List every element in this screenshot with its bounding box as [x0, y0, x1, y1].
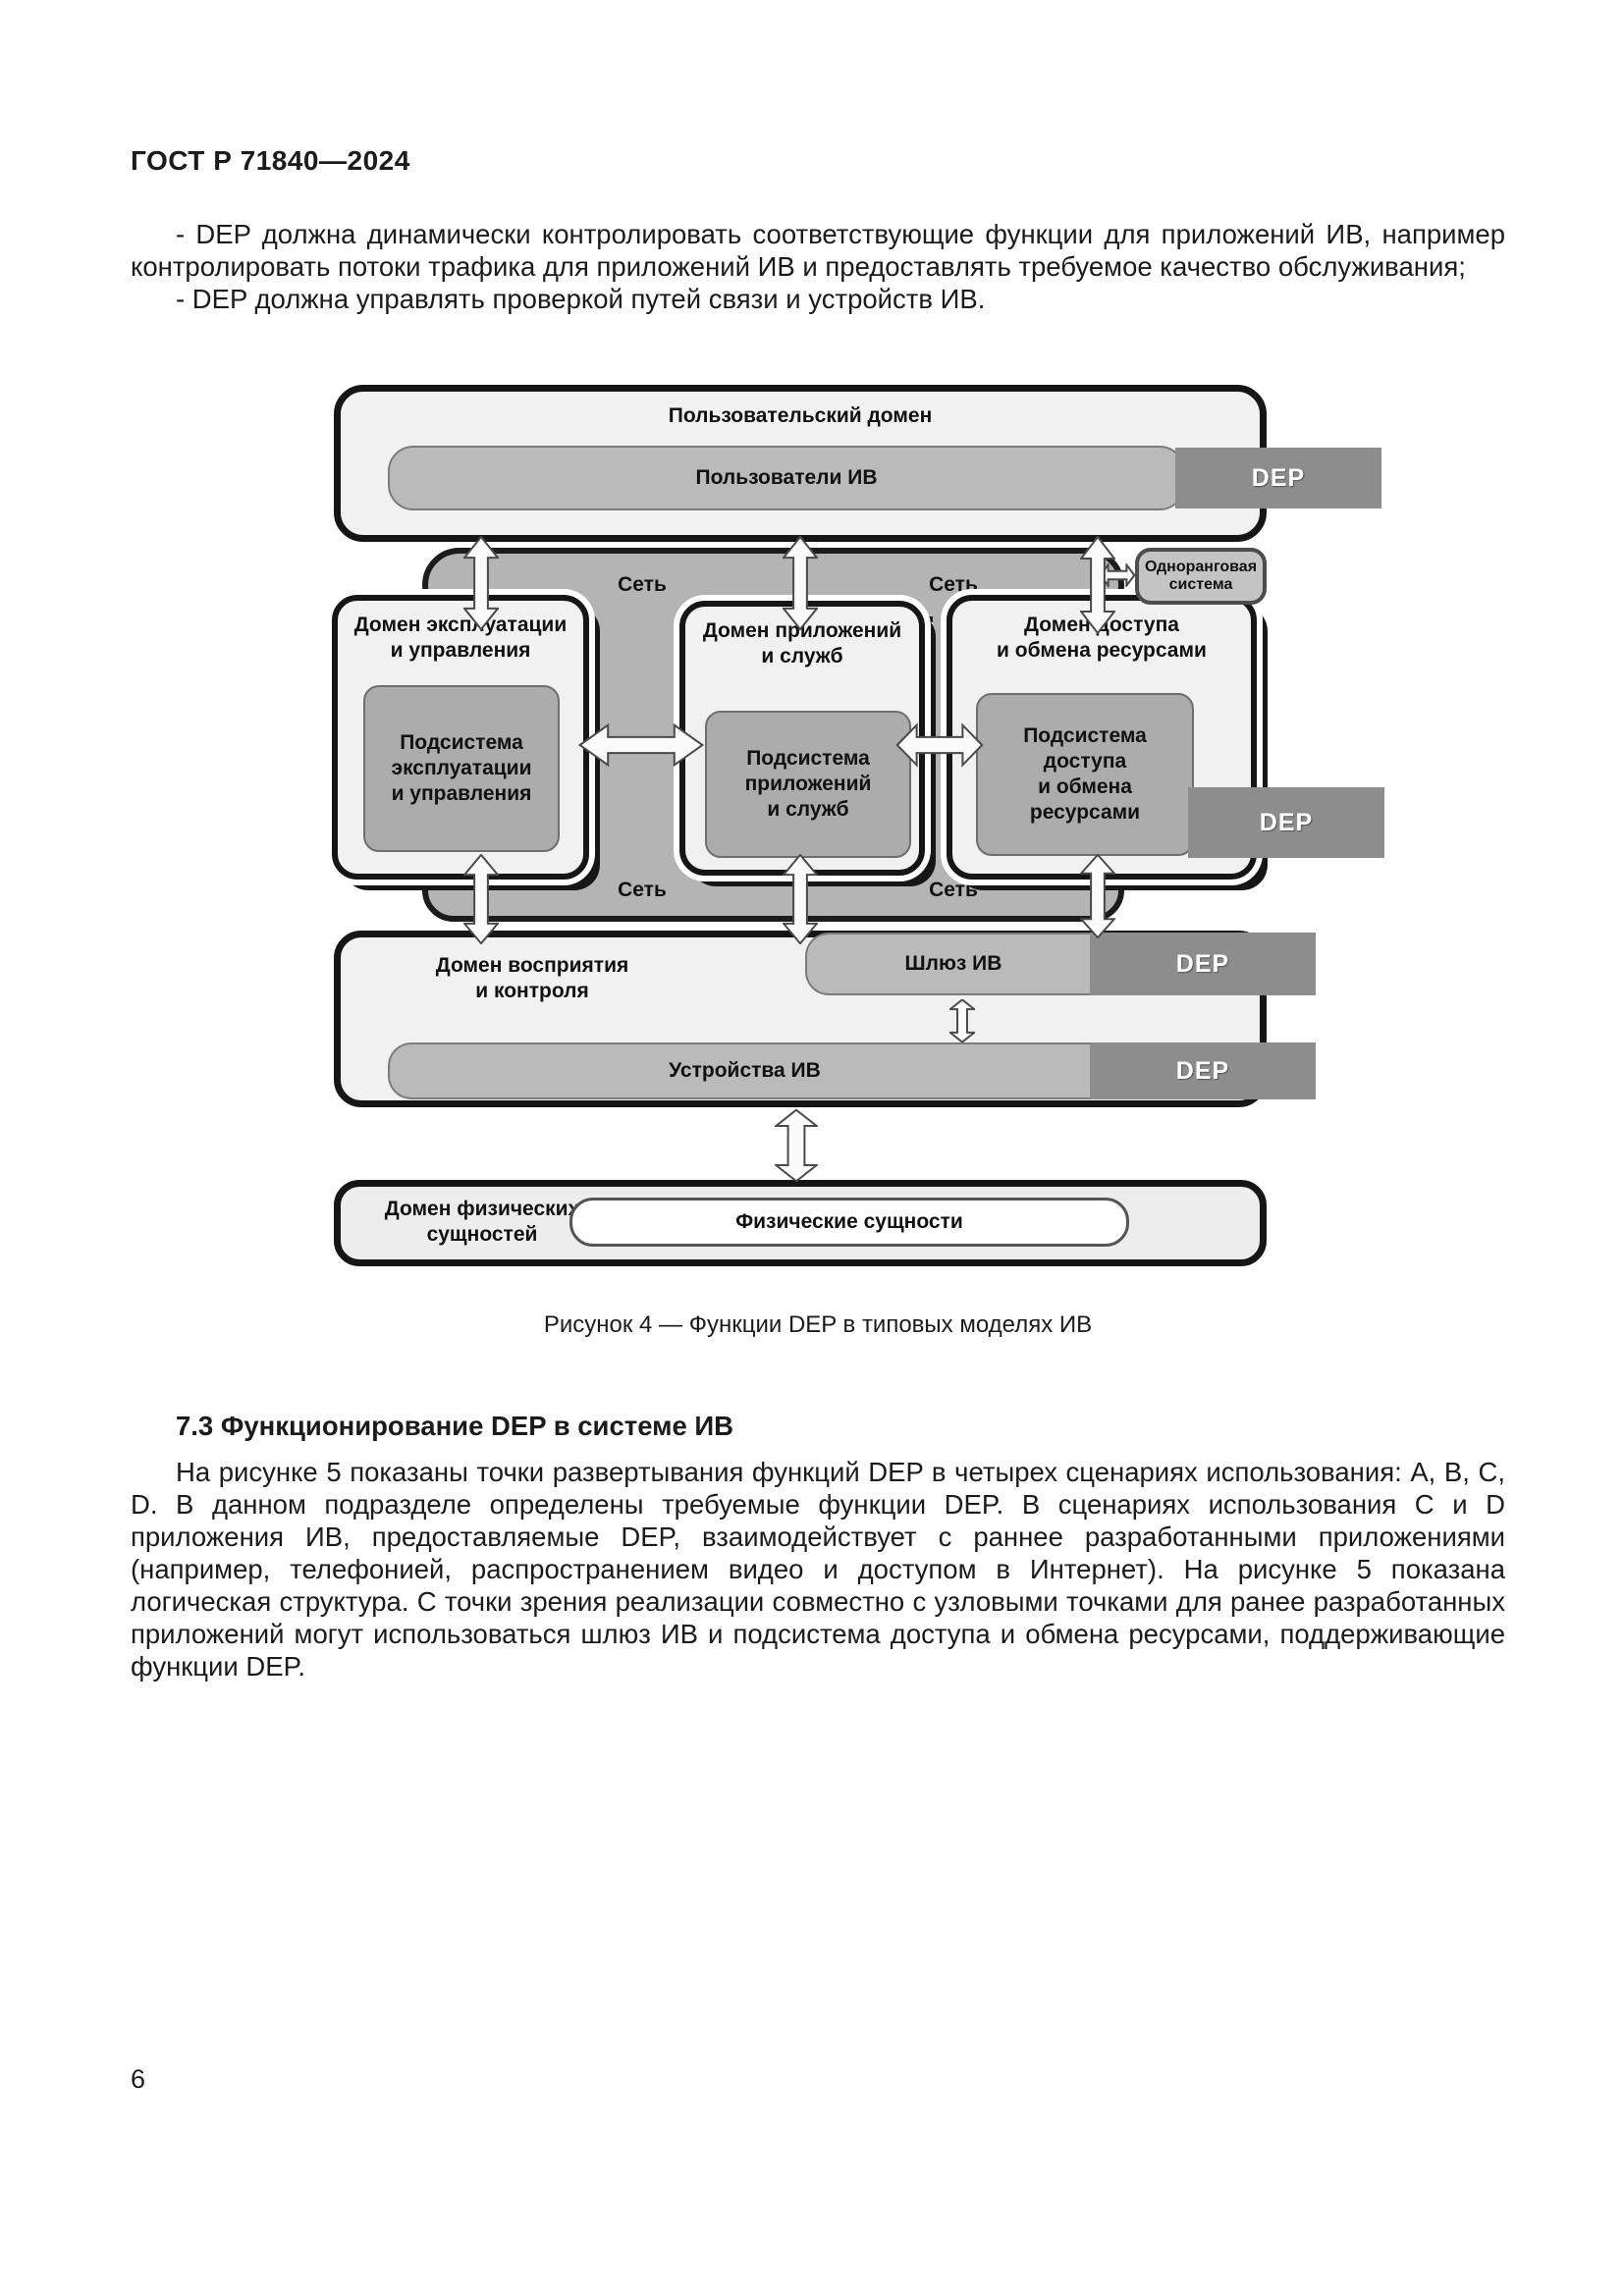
network-label-bottom-left: Сеть	[618, 879, 667, 901]
iot-users-bar: Пользователи ИВ	[388, 446, 1185, 510]
dep-requirements-list: - DEP должна динамически контролировать …	[131, 218, 1505, 315]
arrow-devices-physical	[775, 1109, 818, 1182]
network-label-bottom-right: Сеть	[929, 879, 978, 901]
arrow-access-network	[1080, 854, 1115, 938]
arrow-applications-network	[783, 854, 818, 944]
arrow-user-network-right	[1080, 536, 1115, 634]
network-label-top-left: Сеть	[618, 573, 667, 596]
perception-domain-title: Домен восприятия и контроля	[435, 954, 629, 1002]
page-number: 6	[131, 2064, 146, 2094]
list-item-dep-verify: - DEP должна управлять проверкой путей с…	[176, 284, 986, 314]
dep-badge-gateway: DEP	[1090, 933, 1316, 995]
arrow-applications-access	[895, 722, 984, 768]
dep-badge-access: DEP	[1188, 787, 1384, 858]
applications-domain-box: Домен приложений и служб Подсистема прил…	[679, 601, 925, 876]
operations-domain-title: Домен эксплуатации и управления	[353, 614, 568, 662]
physical-domain-title: Домен физических сущностей	[384, 1198, 580, 1246]
arrow-user-network-middle	[783, 536, 818, 630]
arrow-user-network-left	[463, 536, 499, 630]
physical-entities-bar: Физические сущности	[569, 1198, 1129, 1247]
arrow-operations-network	[463, 854, 499, 944]
list-item-dep-control: - DEP должна динамически контролировать …	[131, 219, 1505, 282]
section-7-3-heading: 7.3 Функционирование DEP в системе ИВ	[176, 1411, 734, 1441]
figure-4-caption: Рисунок 4 — Функции DEP в типовых моделя…	[543, 1311, 1093, 1338]
figure-4-diagram: Сеть Сеть Сеть Сеть Одноранговая система…	[324, 381, 1384, 1274]
iot-devices-bar: Устройства ИВ	[388, 1042, 1100, 1099]
operations-domain-box: Домен эксплуатации и управления Подсисте…	[332, 595, 589, 880]
peer-link-arrow-icon	[1100, 563, 1135, 587]
operations-subsystem-box: Подсистема эксплуатации и управления	[363, 685, 560, 852]
access-subsystem-box: Подсистема доступа и обмена ресурсами	[976, 693, 1194, 856]
physical-domain-box: Домен физических сущностей Физические су…	[334, 1180, 1267, 1266]
arrow-gateway-devices	[949, 999, 975, 1042]
applications-domain-title: Домен приложений и служб	[702, 619, 902, 667]
iot-gateway-bar: Шлюз ИВ	[805, 933, 1100, 995]
user-domain-title: Пользовательский домен	[668, 404, 933, 427]
access-domain-title: Домен доступа и обмена ресурсами	[997, 614, 1207, 662]
section-7-3-paragraph: На рисунке 5 показаны точки развертывани…	[131, 1456, 1505, 1682]
network-label-top-right: Сеть	[929, 573, 978, 596]
peer-system-box: Одноранговая система	[1135, 548, 1267, 605]
applications-subsystem-box: Подсистема приложений и служб	[705, 711, 911, 858]
section-7-3-body: На рисунке 5 показаны точки развертывани…	[131, 1457, 1505, 1682]
dep-badge-users: DEP	[1175, 448, 1381, 508]
dep-badge-devices: DEP	[1090, 1042, 1316, 1099]
document-number-header: ГОСТ Р 71840—2024	[131, 145, 410, 176]
arrow-operations-applications	[577, 722, 705, 768]
